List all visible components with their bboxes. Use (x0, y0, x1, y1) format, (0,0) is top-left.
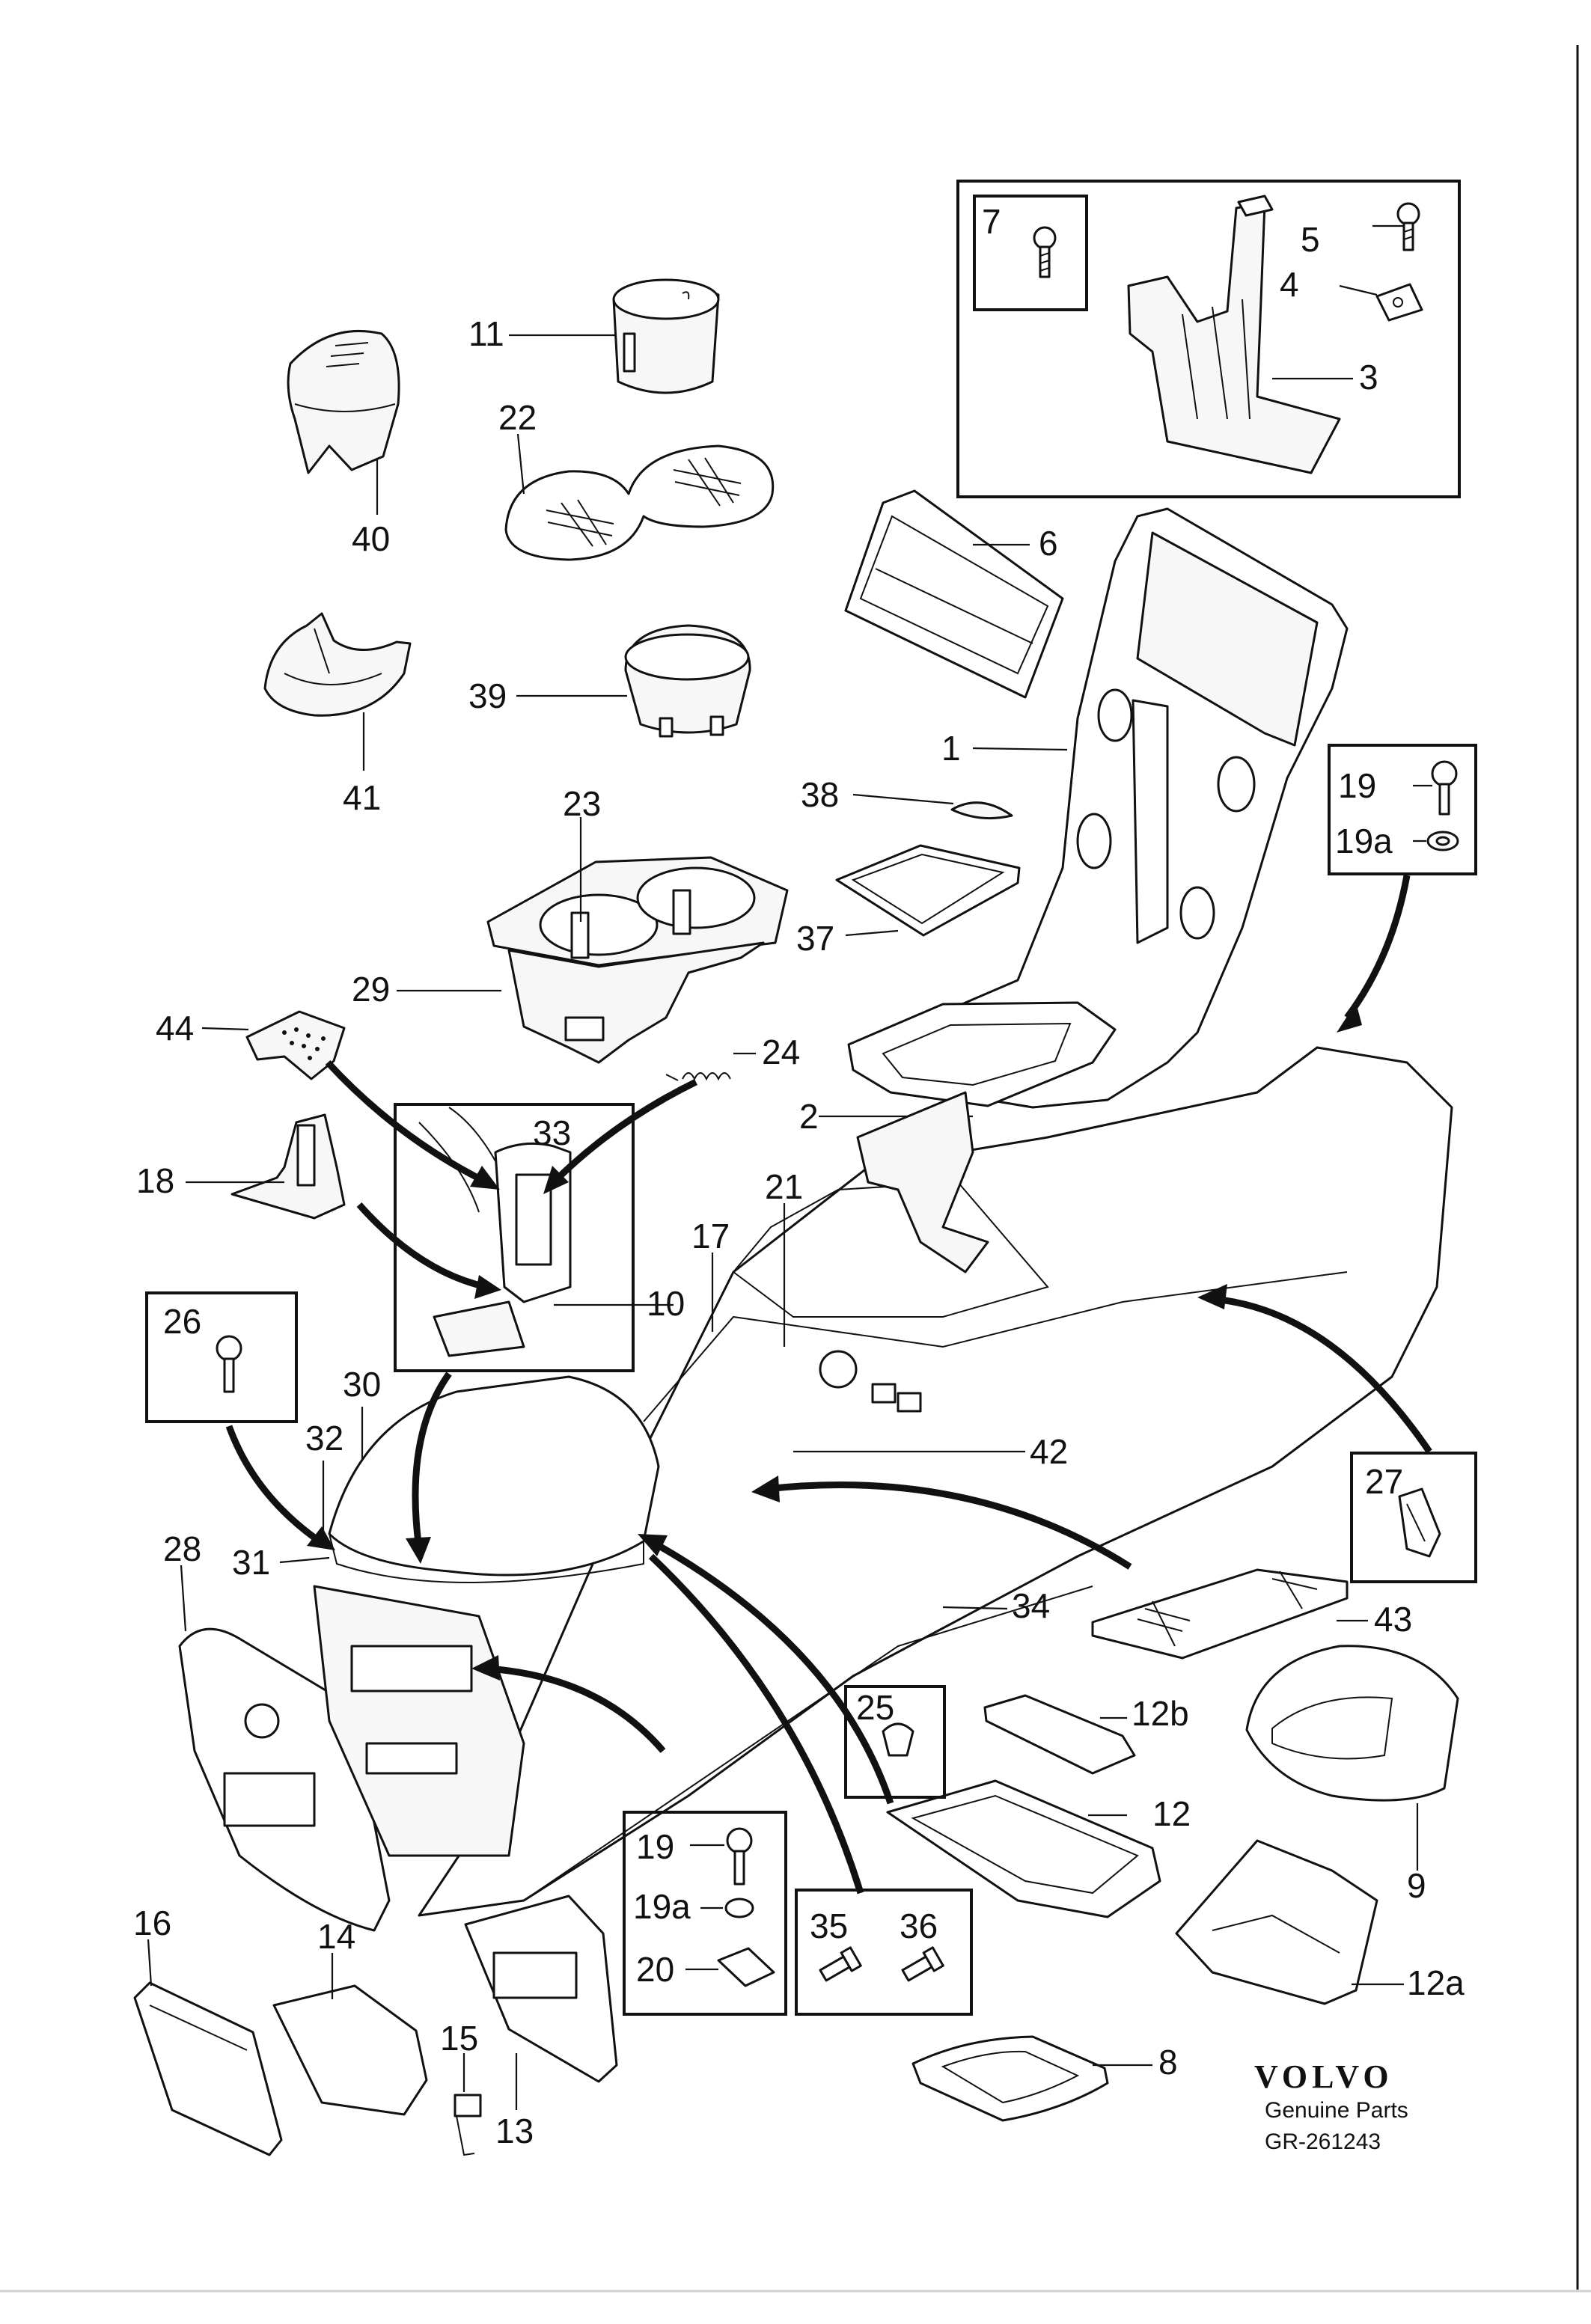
mat-22-icon (504, 444, 775, 561)
label-19a-bottom: 19a (633, 1887, 691, 1926)
lower-bracket-21-icon (856, 1091, 989, 1273)
lid-16-icon (133, 1981, 283, 2156)
fastener-box-19-top (1328, 744, 1477, 875)
pad-44-icon (245, 1010, 346, 1080)
label-41: 41 (343, 778, 381, 817)
label-28: 28 (163, 1529, 201, 1568)
trim-ring-2-icon (847, 1001, 1117, 1107)
bracket-3-icon (1127, 195, 1341, 474)
label-2: 2 (799, 1097, 819, 1136)
clip-box-27 (1350, 1452, 1477, 1583)
genuine-parts-text: Genuine Parts (1265, 2098, 1408, 2123)
label-13: 13 (495, 2112, 534, 2150)
label-9: 9 (1407, 1866, 1426, 1905)
panel-6-icon (844, 489, 1064, 699)
label-43: 43 (1374, 1600, 1412, 1639)
label-3: 3 (1359, 358, 1378, 397)
bracket-group-box (956, 180, 1461, 498)
reference-number: GR-261243 (1265, 2129, 1381, 2154)
label-40: 40 (352, 519, 390, 558)
trim-38-icon (950, 801, 1013, 820)
label-20: 20 (636, 1950, 674, 1989)
bolt-7-icon (1033, 226, 1057, 278)
label-19-bottom: 19 (636, 1827, 674, 1866)
label-27: 27 (1365, 1462, 1403, 1501)
label-31: 31 (232, 1543, 270, 1582)
clip-4-icon (1375, 283, 1423, 322)
insert-9-icon (1245, 1645, 1459, 1802)
label-22: 22 (498, 398, 537, 437)
label-12b: 12b (1132, 1694, 1189, 1733)
label-1: 1 (941, 729, 961, 768)
label-38: 38 (801, 775, 839, 814)
brand-logo: VOLVO (1254, 2058, 1393, 2095)
label-19-top: 19 (1338, 766, 1376, 805)
console-shell-34-icon (418, 1046, 1453, 1917)
armrest-30-icon (328, 1375, 660, 1583)
cup-11-icon (612, 278, 720, 394)
label-25: 25 (856, 1688, 894, 1727)
label-29: 29 (352, 970, 390, 1009)
clip-15-icon (454, 2094, 482, 2156)
label-11: 11 (468, 314, 504, 353)
pad-12b-icon (983, 1694, 1136, 1775)
label-32: 32 (305, 1419, 343, 1458)
tray-14-icon (272, 1984, 428, 2116)
label-14: 14 (317, 1917, 355, 1956)
switch-panel-icon (819, 1350, 922, 1413)
label-10: 10 (647, 1284, 685, 1323)
label-36: 36 (900, 1906, 938, 1945)
ashtray-13-icon (464, 1895, 618, 2083)
cover-12a-icon (1175, 1839, 1378, 2005)
bolt-5-icon (1396, 202, 1420, 251)
label-39: 39 (468, 676, 507, 715)
fastener-box-25 (844, 1685, 946, 1799)
label-23: 23 (563, 784, 601, 823)
cup-bracket-41-icon (263, 612, 412, 717)
label-5: 5 (1301, 220, 1320, 259)
screw-box-35-36 (795, 1889, 973, 2016)
label-35: 35 (810, 1906, 848, 1945)
label-8: 8 (1158, 2043, 1178, 2082)
label-15: 15 (440, 2019, 478, 2058)
rear-console-icon (313, 1585, 525, 1857)
fastener-box-26 (145, 1291, 298, 1423)
assembly-arrows (225, 875, 1432, 1895)
label-21: 21 (765, 1167, 803, 1206)
label-12: 12 (1152, 1794, 1191, 1833)
label-42: 42 (1030, 1432, 1068, 1471)
frame-8-icon (911, 2035, 1109, 2122)
mat-43-icon (1091, 1568, 1349, 1660)
bracket-18-icon (230, 1113, 346, 1220)
label-30: 30 (343, 1365, 381, 1404)
label-33: 33 (533, 1113, 571, 1152)
cup-sleeve-39-icon (624, 624, 751, 738)
cup-insert-40-icon (287, 330, 400, 474)
spring-24-icon (665, 1072, 731, 1081)
cup-holder-29-icon (486, 856, 789, 1064)
label-4: 4 (1280, 265, 1299, 304)
label-17: 17 (691, 1217, 730, 1256)
label-12a: 12a (1407, 1963, 1465, 2002)
label-24: 24 (762, 1033, 800, 1071)
label-18: 18 (136, 1161, 174, 1200)
label-44: 44 (156, 1009, 194, 1048)
tray-12-icon (886, 1779, 1161, 1918)
frame-37-icon (835, 844, 1021, 937)
label-6: 6 (1039, 524, 1058, 563)
label-37: 37 (796, 919, 834, 958)
label-26: 26 (163, 1302, 201, 1341)
label-16: 16 (133, 1903, 171, 1942)
fastener-box-19-bottom (623, 1811, 787, 2016)
center-console-1-icon (867, 507, 1349, 1109)
label-7: 7 (982, 202, 1001, 241)
label-19a-top: 19a (1335, 822, 1393, 860)
label-34: 34 (1012, 1586, 1050, 1625)
